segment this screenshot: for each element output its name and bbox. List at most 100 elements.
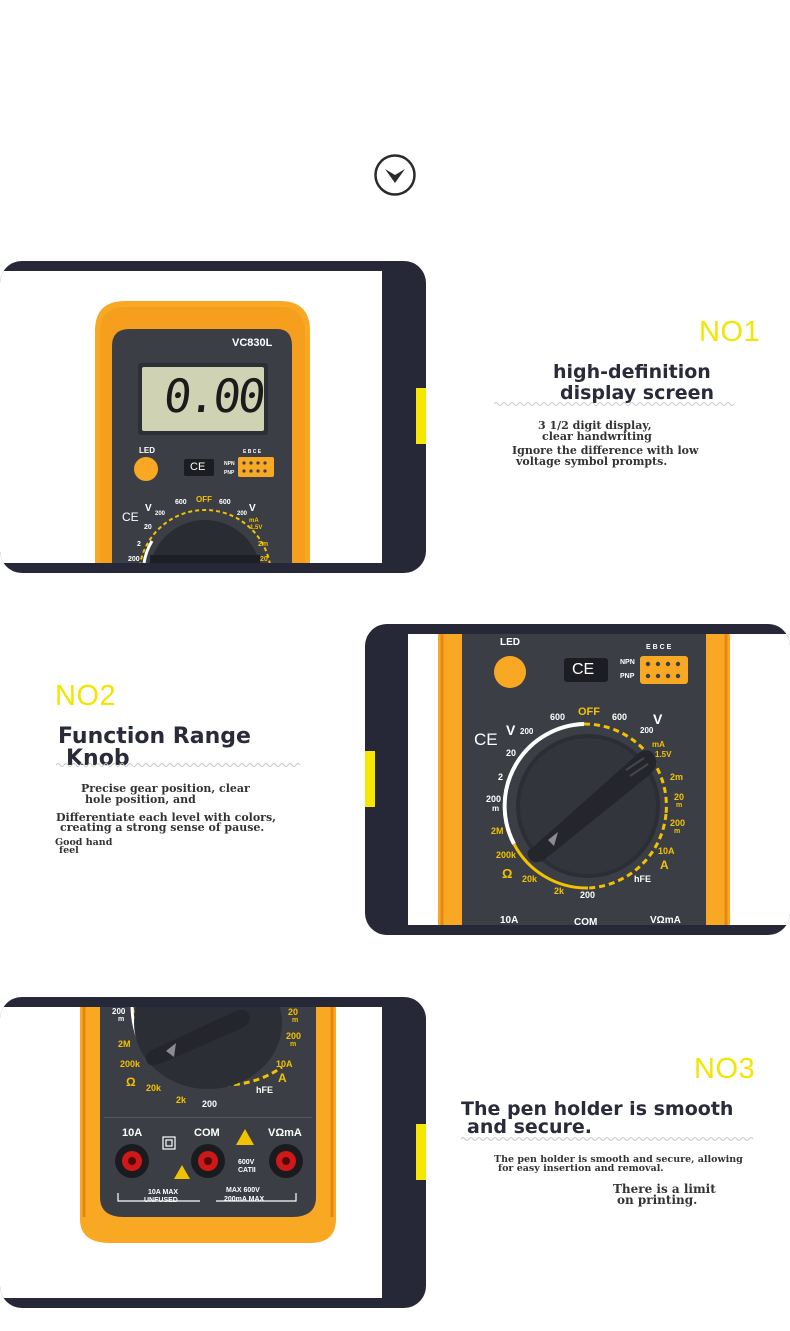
- tablet-frame-3: 200 m 2M 200k Ω 20k 2k 200 20 m 200 m 10…: [0, 997, 426, 1308]
- led-label: LED: [139, 446, 155, 455]
- max-label: 200mA MAX: [224, 1196, 265, 1203]
- jack-label-vohm: VΩmA: [268, 1127, 302, 1139]
- feature-desc-3b: for easy insertion and removal.: [498, 1163, 664, 1174]
- dial-label: 2: [137, 541, 141, 548]
- dial-label: hFE: [634, 874, 651, 884]
- dial-label: 20: [506, 748, 517, 758]
- multimeter-knob-photo: [438, 634, 730, 925]
- feature-desc-1b: clear handwriting: [542, 430, 652, 443]
- dial-label: 20: [260, 556, 268, 563]
- pnp-label: PNP: [224, 470, 235, 476]
- ohm-symbol: Ω: [126, 1075, 136, 1089]
- dial-label: 2k: [176, 1095, 187, 1105]
- dial-label: 2M: [491, 826, 504, 836]
- feature-desc-1a: 3 1/2 digit display,: [538, 419, 652, 432]
- dial-label: m: [674, 828, 681, 835]
- dial-label: 200: [128, 556, 140, 563]
- jack-label-com: COM: [194, 1127, 220, 1139]
- tablet-screen-2: LED CE E B C E NPN PNP CE V V OFF 600 60…: [408, 634, 790, 925]
- dial-label: 200: [670, 818, 686, 828]
- jack-label-10a: 10A: [122, 1127, 143, 1139]
- dial-label: 20: [674, 792, 685, 802]
- dial-label: mA: [652, 740, 665, 749]
- feature-title-2a: Function Range: [58, 724, 251, 749]
- dial-label: m: [118, 1016, 125, 1023]
- max-label: MAX 600V: [226, 1187, 260, 1194]
- jack-label: VΩmA: [650, 915, 681, 925]
- ce-mark-icon: CE: [190, 461, 206, 473]
- dial-label: 10A: [276, 1059, 293, 1069]
- section-number-3: NO3: [694, 1053, 756, 1085]
- npn-label: NPN: [224, 461, 235, 467]
- dial-label-off: OFF: [196, 495, 212, 504]
- dial-label: hFE: [256, 1085, 273, 1095]
- dial-label: 200: [286, 1031, 302, 1041]
- dial-label: 600: [550, 712, 566, 722]
- feature-desc-2c: Differentiate each level with colors,: [56, 811, 276, 824]
- feature-desc-1d: voltage symbol prompts.: [516, 455, 668, 468]
- dial-label: m: [492, 804, 500, 813]
- dial-label-v-ac: V: [653, 711, 663, 727]
- tablet-screen-3: 200 m 2M 200k Ω 20k 2k 200 20 m 200 m 10…: [0, 1007, 382, 1298]
- dial-label: 20k: [146, 1083, 162, 1093]
- dial-label: 20: [144, 524, 152, 531]
- dial-label: 200k: [496, 850, 517, 860]
- dial-label: 200: [486, 794, 502, 804]
- fuse-label: UNFUSED: [144, 1197, 178, 1204]
- dial-label: 200k: [120, 1059, 141, 1069]
- section-number-1: NO1: [699, 316, 761, 348]
- dial-label: 200: [237, 511, 248, 517]
- dial-label: 200: [202, 1099, 218, 1109]
- tablet-screen-1: VC830L 0.00 LED CE E B C E NPN PNP CE 60…: [0, 271, 382, 563]
- feature-title-3a: The pen holder is smooth: [461, 1098, 734, 1120]
- dial-label: mA: [249, 518, 259, 524]
- dial-label: 2k: [554, 886, 565, 896]
- wave-divider: [461, 1137, 753, 1141]
- dial-label: 2M: [118, 1039, 131, 1049]
- dial-label: 20: [288, 1007, 299, 1017]
- yellow-tab-2: [365, 751, 375, 807]
- yellow-tab-3: [416, 1124, 426, 1180]
- ce-mark-icon: CE: [474, 730, 498, 749]
- chevron-down-circle-icon[interactable]: [374, 154, 416, 196]
- dial-label: 600: [175, 499, 187, 506]
- jack-label: COM: [574, 917, 598, 925]
- led-label: LED: [500, 637, 520, 648]
- dial-label: m: [676, 802, 683, 809]
- dial-label: 200: [640, 726, 654, 735]
- multimeter-display-photo: [95, 301, 310, 563]
- dial-label: 600: [219, 499, 231, 506]
- ce-mark-icon: CE: [572, 661, 595, 678]
- dial-label-v-ac: V: [249, 503, 256, 514]
- dial-label-v-dc: V: [145, 503, 152, 514]
- feature-title-1b: display screen: [560, 382, 715, 404]
- fuse-label: 10A MAX: [148, 1189, 179, 1196]
- dial-label: 600: [612, 712, 628, 722]
- feature-desc-2a: Precise gear position, clear: [81, 782, 250, 795]
- dial-label-v-dc: V: [506, 722, 516, 738]
- dial-label: 1.5V: [250, 525, 263, 531]
- dial-label: 2m: [670, 772, 684, 782]
- jack-label: 10A: [500, 915, 519, 925]
- ce-mark-icon: CE: [122, 510, 139, 524]
- cat-rating: 600V: [238, 1159, 255, 1166]
- feature-desc-2b: hole position, and: [85, 793, 196, 806]
- dial-label: m: [290, 1041, 297, 1048]
- dial-label: A: [278, 1071, 287, 1085]
- feature-desc-3c: There is a limit: [613, 1182, 716, 1196]
- feature-desc-3a: The pen holder is smooth and secure, all…: [494, 1154, 743, 1165]
- feature-desc-1c: Ignore the difference with low: [512, 444, 699, 457]
- dial-label: 20k: [522, 874, 538, 884]
- dial-label: 200: [155, 511, 166, 517]
- feature-desc-3d: on printing.: [617, 1193, 698, 1207]
- dial-label: 1.5V: [655, 750, 672, 759]
- tablet-frame-2: LED CE E B C E NPN PNP CE V V OFF 600 60…: [365, 624, 790, 935]
- npn-label: NPN: [620, 659, 635, 666]
- feature-title-3b: and secure.: [467, 1116, 593, 1138]
- dial-label: 200: [580, 890, 596, 900]
- section-number-2: NO2: [55, 680, 117, 712]
- dial-label: 2: [498, 772, 504, 782]
- multimeter-jacks-photo: [80, 1007, 336, 1243]
- meter-model-label: VC830L: [232, 337, 273, 349]
- dial-label: 2m: [258, 541, 269, 548]
